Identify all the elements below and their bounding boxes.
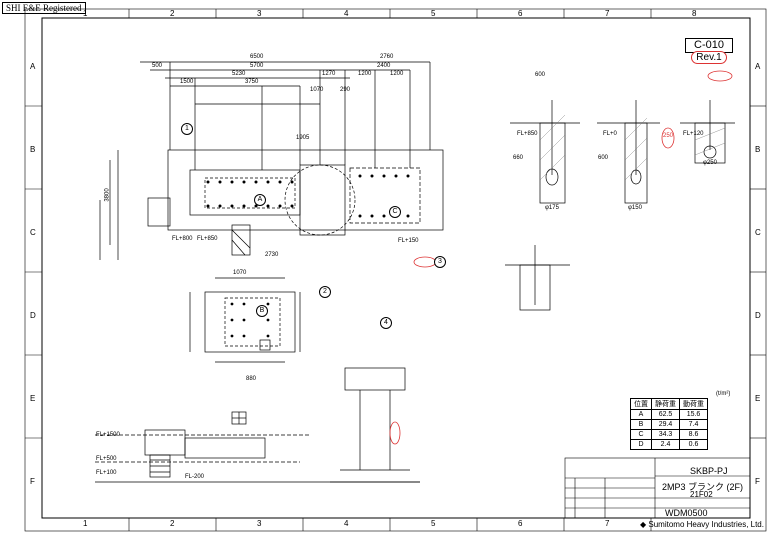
fl-800: FL+800 (172, 236, 193, 242)
dim-1200b: 1200 (390, 71, 404, 77)
section-level-3: FL+120 (683, 131, 704, 137)
diamond-logo-icon: ◆ (640, 520, 649, 529)
header-static: 静荷重 (651, 398, 680, 410)
fl-150: FL+150 (398, 238, 419, 244)
dim-5700: 5700 (250, 63, 264, 69)
section-details (505, 100, 735, 311)
load-table: 位置 静荷重 動荷重 A 62.5 15.6 B 29.4 7.4 C 34.3… (630, 398, 708, 450)
col-6-bottom: 6 (518, 519, 523, 528)
row-c: C (30, 228, 36, 237)
dim-880: 880 (246, 376, 257, 382)
col-5: 5 (431, 9, 436, 18)
dim-3800: 3800 (104, 188, 111, 202)
col-7: 7 (605, 9, 610, 18)
section-level-1: FL+850 (517, 131, 538, 137)
plan-view (99, 61, 444, 260)
header-position: 位置 (630, 398, 652, 410)
callout-2: 2 (319, 286, 331, 298)
table-row: D 2.4 0.6 (630, 439, 708, 450)
fl-500: FL+500 (96, 456, 117, 462)
marker-a: A (254, 194, 266, 206)
col-4: 4 (344, 9, 349, 18)
grid-ticks (25, 9, 766, 531)
title-sheet: WDM0500 (665, 508, 708, 518)
anchor-bolts (206, 174, 410, 218)
dim-2400: 2400 (377, 63, 391, 69)
table-row: B 29.4 7.4 (630, 419, 708, 430)
col-2: 2 (170, 9, 175, 18)
dim-2760: 2760 (380, 54, 394, 60)
dim-600: 600 (535, 72, 546, 78)
dim-500: 500 (152, 63, 163, 69)
load-table-header: 位置 静荷重 動荷重 (630, 398, 708, 410)
row-e-right: E (755, 394, 761, 403)
drawing-frame (41, 17, 751, 519)
col-3-bottom: 3 (257, 519, 262, 528)
col-1: 1 (83, 9, 88, 18)
drawing-number: C-010 (685, 38, 733, 53)
dim-2730: 2730 (265, 252, 279, 258)
row-f-right: F (755, 477, 760, 486)
row-d-right: D (755, 311, 761, 320)
col-7-bottom: 7 (605, 519, 610, 528)
row-c-right: C (755, 228, 761, 237)
dim-1070b: 1070 (233, 270, 247, 276)
title-block (564, 457, 751, 519)
col-1-bottom: 1 (83, 519, 88, 528)
section-phi250: φ250 (703, 160, 717, 166)
header-dynamic: 動荷重 (679, 398, 708, 410)
dim-1200a: 1200 (358, 71, 372, 77)
callout-3: 3 (434, 256, 446, 268)
section-dim-250: 250 (663, 133, 674, 139)
table-row: A 62.5 15.6 (630, 409, 708, 420)
row-b: B (30, 145, 36, 154)
section-phi175: φ175 (545, 205, 559, 211)
elevation-view (95, 367, 420, 483)
row-f: F (30, 477, 35, 486)
col-4-bottom: 4 (344, 519, 349, 528)
col-2-bottom: 2 (170, 519, 175, 528)
marker-c: C (389, 206, 401, 218)
title-sub: 21F02 (690, 490, 713, 499)
row-a: A (30, 62, 36, 71)
col-6: 6 (518, 9, 523, 18)
company-name: ◆ Sumitomo Heavy Industries, Ltd. (640, 520, 764, 529)
col-3: 3 (257, 9, 262, 18)
section-dim-600: 600 (598, 155, 609, 161)
dim-1070: 1070 (310, 87, 324, 93)
section-phi150: φ150 (628, 205, 642, 211)
row-b-right: B (755, 145, 761, 154)
row-d: D (30, 311, 36, 320)
fl-100: FL+100 (96, 470, 117, 476)
fl-1500: FL+1500 (96, 432, 120, 438)
col-5-bottom: 5 (431, 519, 436, 528)
title-project: SKBP-PJ (690, 466, 728, 476)
plan-view-2 (189, 277, 301, 363)
row-e: E (30, 394, 36, 403)
dim-5230: 5230 (232, 71, 246, 77)
callout-4: 4 (380, 317, 392, 329)
callout-1: 1 (181, 123, 193, 135)
dim-3750: 3750 (245, 79, 259, 85)
fl-850: FL+850 (197, 236, 218, 242)
table-row: C 34.3 8.6 (630, 429, 708, 440)
revision-label: Rev.1 (691, 51, 727, 64)
dim-290: 290 (340, 87, 351, 93)
fl-200: FL-200 (185, 474, 205, 480)
title-main: 2MP3 ブランク (2F) (662, 482, 744, 492)
marker-b: B (256, 305, 268, 317)
registration-stamp: SHI E&E Registered (2, 2, 86, 14)
load-table-unit: (t/m²) (716, 391, 731, 397)
section-dim-660: 660 (513, 155, 524, 161)
col-8: 8 (692, 9, 697, 18)
dim-1270: 1270 (322, 71, 336, 77)
hatching (539, 114, 726, 181)
section-level-2: FL+0 (603, 131, 617, 137)
dim-1905: 1905 (296, 135, 310, 141)
outer-border (24, 8, 767, 532)
dim-1500: 1500 (180, 79, 194, 85)
row-a-right: A (755, 62, 761, 71)
dim-6500: 6500 (250, 54, 264, 60)
